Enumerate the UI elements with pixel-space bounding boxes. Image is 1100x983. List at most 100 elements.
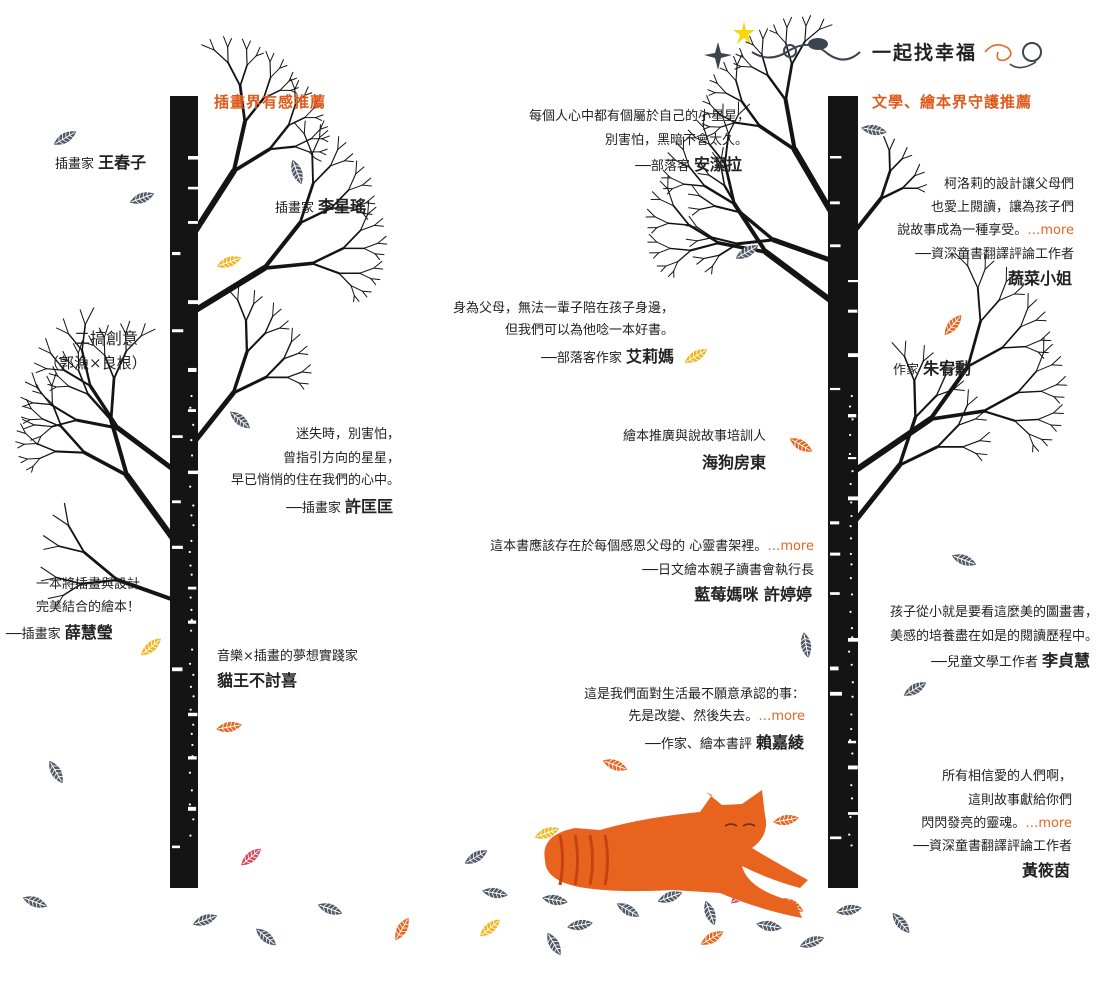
bark-dot (190, 732, 193, 735)
tree-branch (350, 285, 355, 297)
tree-branch (359, 213, 369, 232)
tree-branch (93, 344, 106, 356)
tree-branch (1037, 351, 1045, 359)
tree-branch (115, 425, 177, 473)
tree-branch (54, 450, 86, 454)
tree-branch (687, 129, 697, 139)
tree-branch (279, 59, 284, 69)
tree-branch (722, 116, 730, 135)
tree-branch (84, 307, 95, 326)
tree-branch (39, 450, 57, 459)
tree-branch (716, 82, 727, 94)
more-link[interactable]: …more (1025, 816, 1072, 831)
fox-tail-stripe (603, 834, 609, 886)
bark-dot (188, 550, 191, 554)
bark-dot (848, 405, 852, 408)
left-section-heading: 插畫界有感推薦 (214, 93, 327, 111)
tree-branch (88, 335, 95, 346)
tree-branch (725, 92, 743, 103)
tree-branch (1040, 384, 1058, 392)
bark-dot (851, 752, 854, 755)
tree-branch (58, 545, 86, 554)
more-link[interactable]: …more (1027, 223, 1074, 238)
tree-branch (36, 435, 42, 446)
tree-branch (98, 327, 105, 339)
tree-branch (738, 210, 776, 242)
bark-mark (172, 845, 181, 849)
tree-branch (709, 79, 718, 84)
tree-branch (687, 193, 701, 197)
tree-branch (255, 52, 265, 57)
bark-mark (830, 666, 839, 671)
bark-dot (190, 394, 193, 398)
bark-dot (192, 818, 195, 821)
tree-branch (45, 368, 66, 371)
tree-branch (700, 110, 709, 115)
tree-branch (227, 61, 242, 87)
right-tree-illustration (645, 15, 1068, 888)
swirl-ornament-icon (984, 44, 1012, 62)
bark-mark (188, 300, 200, 305)
tree-branch (776, 33, 787, 44)
tree-branch (311, 136, 321, 155)
leaf-icon (464, 848, 488, 864)
tree-branch (1052, 412, 1064, 414)
tree-branch (303, 120, 306, 135)
tree-branch (255, 46, 261, 57)
tree-branch (20, 423, 27, 434)
tree-branch (688, 215, 698, 228)
ornament-icon (751, 43, 861, 61)
bark-dot (849, 577, 852, 580)
recommender-role: ──兒童文學工作者 (931, 655, 1038, 670)
tree-branch (691, 184, 701, 197)
tree-branch (854, 196, 883, 232)
tree-branch (377, 235, 387, 244)
tree-branch (762, 249, 833, 303)
bark-dot (850, 563, 853, 566)
tree-branch (46, 375, 53, 387)
tree-branch (62, 583, 83, 596)
tree-branch (669, 247, 692, 252)
bark-dot (189, 485, 192, 488)
tree-branch (374, 253, 385, 256)
tree-branch (351, 207, 364, 214)
bark-dot (189, 406, 192, 409)
tree-branch (701, 113, 709, 117)
tree-branch (34, 362, 47, 370)
recommender-name: 貓王不討喜 (217, 671, 298, 690)
tree-branch (23, 424, 35, 430)
tree-branch (16, 430, 27, 434)
recommender-role: ──部落客作家 (541, 351, 622, 366)
bark-dot (190, 454, 194, 457)
leaf-icon (756, 920, 782, 933)
tree-branch (961, 446, 977, 455)
tree-branch (651, 191, 661, 200)
tree-branch (361, 290, 372, 293)
tree-branch (319, 126, 329, 130)
tree-branch (704, 265, 713, 273)
tree-branch (742, 56, 753, 68)
more-link[interactable]: …more (758, 709, 805, 724)
bark-mark (830, 836, 842, 840)
tree-branch (298, 206, 333, 225)
tree-branch (365, 202, 376, 205)
quote-line: 完美結合的繪本！ (35, 600, 140, 615)
recommender-xu: ──插畫家 許匡匡 (286, 496, 393, 519)
tree-branch (311, 152, 315, 185)
leaf-icon (534, 825, 560, 840)
leaf-icon (903, 680, 927, 696)
tree-branch (773, 24, 778, 35)
tree-branch (723, 184, 742, 214)
tree-branch (294, 80, 300, 90)
leaf-icon (482, 887, 508, 900)
tree-branch (43, 545, 60, 550)
bark-dot (191, 648, 194, 651)
tree-branch (708, 174, 726, 187)
recommender-name: 許匡匡 (344, 497, 393, 516)
bark-mark (188, 156, 200, 160)
more-link[interactable]: …more (767, 539, 814, 554)
tree-branch (656, 222, 670, 229)
tree-branch (685, 225, 698, 228)
tree-branch (283, 352, 299, 360)
tree-branch (914, 394, 938, 419)
